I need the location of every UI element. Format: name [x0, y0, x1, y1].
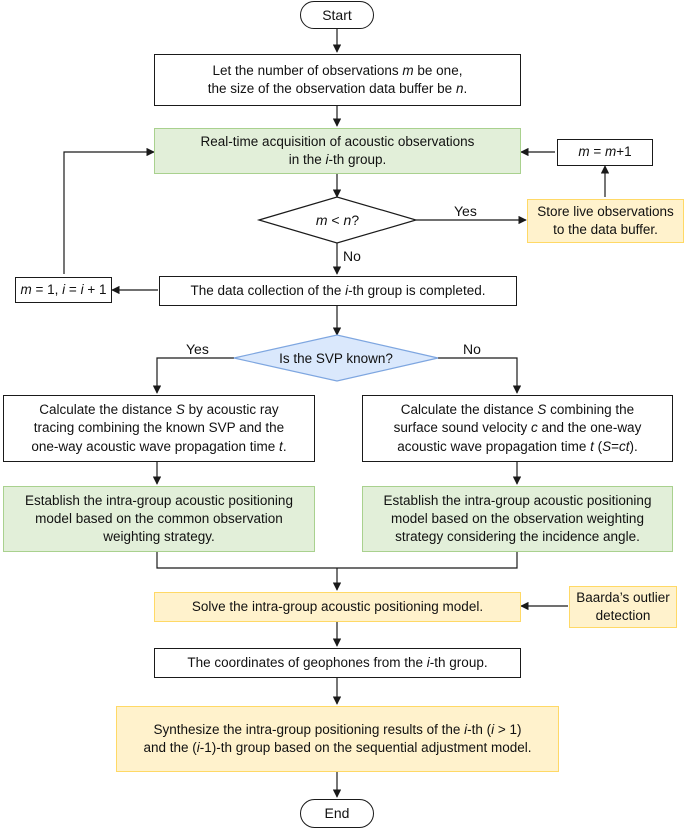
store-box: Store live observations to the data buff…	[527, 199, 684, 243]
init-line1: Let the number of observations m be one,	[212, 62, 463, 78]
store-line2: to the data buffer.	[553, 222, 658, 237]
left-calc-line3: one-way acoustic wave propagation time t…	[31, 438, 287, 454]
completed-text: The data collection of the i-th group is…	[190, 282, 486, 298]
arrow-svp-yes	[152, 357, 234, 394]
reset-text: m = 1, i = i + 1	[20, 281, 107, 297]
increment-m-box: m = m+1	[557, 139, 653, 166]
right-calc-box: Calculate the distance S combining the s…	[362, 395, 673, 462]
store-line1: Store live observations	[537, 203, 674, 219]
baarda-box: Baarda’s outlier detection	[569, 586, 677, 628]
right-calc-line3: acoustic wave propagation time t (S=ct).	[397, 438, 638, 454]
right-model-line2: model based on the observation weighting	[391, 510, 644, 526]
end-label: End	[324, 805, 350, 822]
synth-box: Synthesize the intra-group positioning r…	[116, 706, 559, 772]
right-calc-line1: Calculate the distance S combining the	[400, 402, 635, 418]
no-label-completed: No	[343, 248, 361, 264]
acquire-line2: in the i-th group.	[288, 152, 387, 167]
left-model-line2: model based on the common observation	[35, 510, 283, 526]
solve-box: Solve the intra-group acoustic positioni…	[154, 592, 521, 622]
decision-svp-label: Is the SVP known?	[279, 350, 393, 366]
yes-label-svp: Yes	[186, 341, 209, 357]
completed-box: The data collection of the i-th group is…	[159, 276, 517, 306]
baarda-line2: detection	[595, 608, 651, 623]
end-terminal: End	[300, 799, 374, 828]
coords-box: The coordinates of geophones from the i-…	[154, 648, 521, 678]
right-model-line3: strategy considering the incidence angle…	[395, 529, 640, 545]
baarda-line1: Baarda’s outlier	[576, 589, 670, 605]
line-models-merge	[156, 552, 518, 569]
start-terminal: Start	[300, 1, 374, 29]
left-calc-line2: tracing combining the known SVP and the	[33, 420, 285, 436]
synth-line1: Synthesize the intra-group positioning r…	[153, 721, 522, 737]
left-model-line3: weighting strategy.	[103, 529, 215, 545]
reset-box: m = 1, i = i + 1	[15, 277, 112, 303]
left-model-box: Establish the intra-group acoustic posit…	[3, 486, 315, 552]
decision-svp-shape	[233, 334, 439, 382]
arrow-svp-no	[438, 357, 522, 394]
solve-text: Solve the intra-group acoustic positioni…	[191, 598, 484, 614]
right-model-box: Establish the intra-group acoustic posit…	[362, 486, 673, 552]
coords-text: The coordinates of geophones from the i-…	[187, 654, 488, 670]
left-calc-line1: Calculate the distance S by acoustic ray	[39, 402, 279, 418]
right-calc-line2: surface sound velocity c and the one-way	[393, 420, 642, 436]
increment-m-text: m = m+1	[578, 144, 632, 160]
decision-m-shape	[256, 196, 419, 244]
init-box: Let the number of observations m be one,…	[154, 54, 521, 106]
init-line2: the size of the observation data buffer …	[207, 81, 468, 96]
acquire-line1: Real-time acquisition of acoustic observ…	[200, 133, 475, 149]
yes-label-store: Yes	[454, 203, 477, 219]
no-label-svp: No	[463, 341, 481, 357]
start-label: Start	[322, 6, 352, 23]
acquire-box: Real-time acquisition of acoustic observ…	[154, 128, 521, 174]
decision-m-label: m < n?	[315, 212, 360, 228]
arrow-reset-to-acquire	[63, 147, 155, 274]
left-calc-box: Calculate the distance S by acoustic ray…	[3, 395, 315, 462]
left-model-line1: Establish the intra-group acoustic posit…	[25, 492, 293, 508]
right-model-line1: Establish the intra-group acoustic posit…	[383, 492, 652, 508]
synth-line2: and the (i-1)-th group based on the sequ…	[143, 740, 532, 755]
